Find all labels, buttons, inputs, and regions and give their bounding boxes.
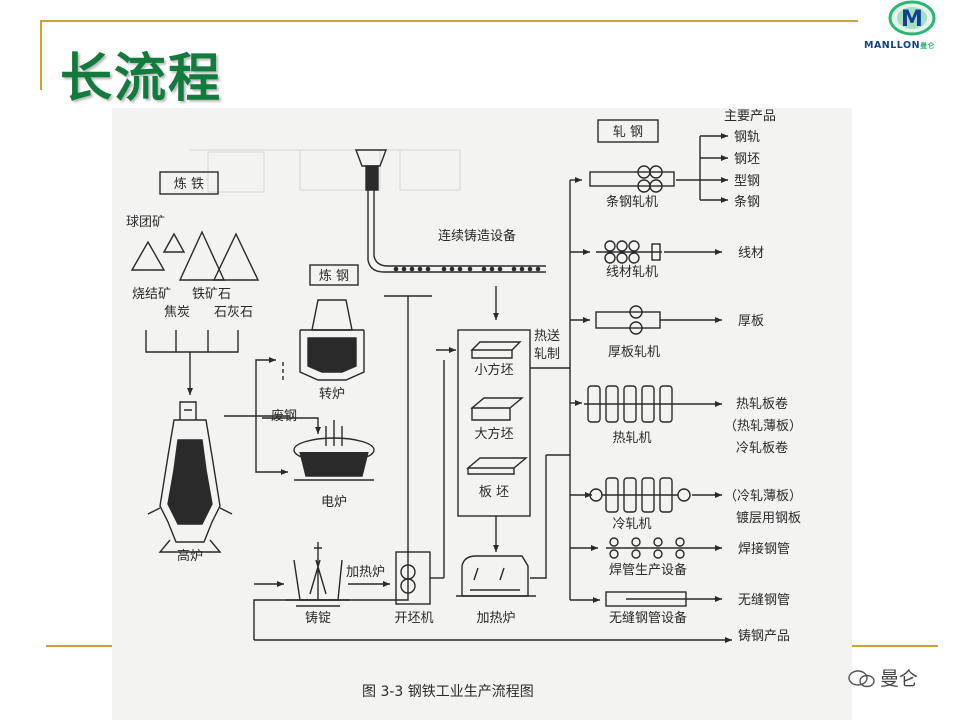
top-gold-rule (40, 20, 858, 22)
reheating-furnace (456, 555, 536, 597)
continuous-caster (354, 149, 546, 273)
slide-title: 长流程 (60, 48, 223, 109)
coke-label: 焦炭 (164, 305, 190, 320)
iron-ore-pile (178, 230, 226, 281)
product-plate: 厚板 (738, 314, 764, 329)
cold-mill-label: 冷轧机 (612, 517, 651, 532)
electric-arc-furnace (293, 420, 375, 481)
product-hot-sheet: （热轧薄板） (724, 419, 802, 434)
product-castings: 铸钢产品 (738, 628, 790, 644)
bottom-gold-rule-left (46, 645, 112, 647)
sinter-pile (130, 240, 166, 271)
plate-mill-label: 厚板轧机 (608, 345, 660, 360)
watermark-text: 曼仑 (880, 668, 919, 690)
ingot-label: 铸锭 (305, 610, 331, 626)
reheating-furnace-label: 加热炉 (476, 611, 515, 626)
ironmaking-label: 炼 铁 (174, 177, 204, 192)
continuous-casting-label: 连续铸造设备 (438, 228, 516, 244)
bottom-gold-rule-right (852, 645, 938, 647)
steelmaking-label: 炼 钢 (319, 269, 349, 284)
ironmaking-label-box (159, 171, 219, 195)
welded-pipe-line (606, 537, 692, 559)
flowchart: 炼 铁 炼 钢 轧 钢 球团矿 烧结矿 铁矿石 焦炭 石灰石 高炉 转炉 废钢 … (126, 109, 802, 700)
product-bar: 条钢 (734, 194, 760, 210)
product-hot-coil: 热轧板卷 (736, 396, 788, 412)
billet-bloom-label: 大方坯 (474, 426, 513, 442)
sinter-label: 烧结矿 (132, 287, 171, 302)
hot-charging-line1: 热送 (534, 329, 560, 344)
product-section: 型钢 (734, 174, 760, 189)
blooming-mill (395, 551, 444, 605)
bar-mill-label: 条钢轧机 (606, 194, 658, 210)
bloom (470, 397, 524, 421)
rolling-label-box (597, 119, 659, 143)
ingot-heating-label: 加热炉 (346, 565, 385, 580)
billet-box (457, 329, 531, 517)
product-welded-pipe: 焊接钢管 (738, 541, 790, 557)
scrap-label: 废钢 (271, 408, 297, 424)
blooming-mill-label: 开坯机 (394, 611, 433, 626)
hot-strip-mill (584, 385, 676, 423)
product-cold-sheet: （冷轧薄板） (724, 489, 802, 504)
product-seamless-pipe: 无缝钢管 (738, 593, 790, 608)
cold-rolling-mill (589, 477, 691, 513)
logo-text-cn: 曼仑 (920, 42, 936, 50)
product-billet: 钢坯 (734, 152, 760, 167)
wire-mill-label: 线材轧机 (606, 265, 658, 280)
rolling-label: 轧 钢 (613, 125, 643, 140)
svg-text:M: M (901, 7, 923, 32)
hot-strip-mill-label: 热轧机 (612, 431, 651, 446)
small-billet (470, 341, 522, 359)
pellet-label: 球团矿 (126, 215, 165, 230)
figure-caption: 图 3-3 钢铁工业生产流程图 (362, 684, 534, 700)
electric-furnace-label: 电炉 (321, 495, 347, 510)
converter-furnace (299, 299, 365, 381)
slab (466, 457, 528, 475)
steelmaking-label-box (309, 264, 359, 286)
billet-slab-label: 板 坯 (479, 485, 509, 500)
pellet-pile (162, 232, 186, 253)
blast-furnace-label: 高炉 (177, 548, 203, 564)
manllon-logo: M (888, 0, 936, 36)
seamless-pipe-mill-label: 无缝钢管设备 (609, 610, 687, 626)
logo-wordmark: MANLLON曼仑 (864, 40, 935, 51)
iron-ore-label: 铁矿石 (192, 287, 231, 302)
product-cold-coil: 冷轧板卷 (736, 440, 788, 456)
main-products-header: 主要产品 (724, 109, 776, 124)
billet-small-label: 小方坯 (474, 362, 513, 378)
logo-text-en: MANLLON (864, 40, 921, 51)
limestone-pile (212, 232, 260, 281)
hot-charging-line2: 轧制 (534, 347, 560, 362)
plate-mill (595, 305, 661, 335)
left-gold-rule (40, 20, 42, 90)
steel-process-figure: 炼 铁 炼 钢 轧 钢 球团矿 烧结矿 铁矿石 焦炭 石灰石 高炉 转炉 废钢 … (112, 108, 852, 720)
wire-rod-mill (596, 240, 662, 264)
welded-pipe-mill-label: 焊管生产设备 (609, 562, 687, 578)
bar-mill (589, 165, 675, 193)
hot-charging-label: 热送 轧制 (534, 329, 564, 362)
blast-furnace (147, 401, 233, 553)
seamless-pipe-line (605, 591, 687, 607)
limestone-label: 石灰石 (214, 305, 253, 320)
product-rail: 钢轨 (734, 130, 760, 145)
product-coated-sheet: 镀层用钢板 (736, 510, 801, 526)
product-wire: 线材 (738, 246, 764, 261)
converter-label: 转炉 (319, 387, 345, 402)
wechat-watermark-icon (848, 670, 875, 688)
ingot-molds (286, 542, 350, 607)
